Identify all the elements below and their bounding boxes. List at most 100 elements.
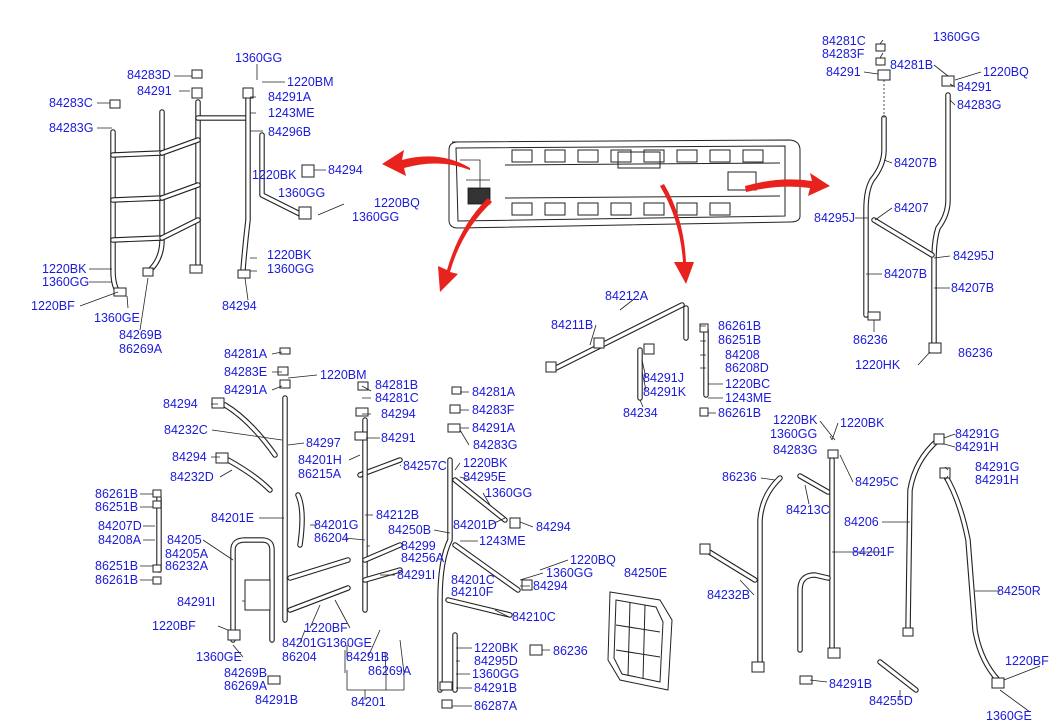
callout-84208A: 84208A: [98, 533, 142, 547]
callout-84291B: 84291B: [346, 650, 389, 664]
callout-1360GG: 1360GG: [472, 667, 519, 681]
callout-84281B: 84281B: [890, 58, 933, 72]
callout-86236: 86236: [722, 470, 757, 484]
callout-86251B: 86251B: [95, 559, 138, 573]
callout-1360GG: 1360GG: [235, 51, 282, 65]
callout-84281B: 84281B: [375, 378, 418, 392]
callout-1360GG: 1360GG: [267, 262, 314, 276]
callout-86269A: 86269A: [224, 679, 268, 693]
callout-84291I: 84291I: [177, 595, 215, 609]
callout-84283D: 84283D: [127, 68, 171, 82]
assembly-bottom-left: [152, 347, 403, 685]
callout-84201F: 84201F: [852, 545, 895, 559]
callout-84210F: 84210F: [451, 585, 494, 599]
callout-1243ME: 1243ME: [268, 106, 315, 120]
callout-1220BK: 1220BK: [252, 168, 297, 182]
callout-1220BK: 1220BK: [42, 262, 87, 276]
callout-84291B: 84291B: [255, 693, 298, 707]
callout-1360GE: 1360GE: [986, 709, 1032, 723]
callout-86261B: 86261B: [718, 406, 761, 420]
callout-84295J: 84295J: [814, 211, 855, 225]
callout-1360GG: 1360GG: [933, 30, 980, 44]
callout-84269B: 84269B: [119, 328, 162, 342]
callout-86232A: 86232A: [165, 559, 209, 573]
callout-84291: 84291: [957, 80, 992, 94]
callout-84207B: 84207B: [894, 156, 937, 170]
callout-86215A: 86215A: [298, 467, 342, 481]
callout-1360GG: 1360GG: [770, 427, 817, 441]
callout-84250B: 84250B: [388, 523, 431, 537]
callout-84294: 84294: [172, 450, 207, 464]
callout-84205: 84205: [167, 533, 202, 547]
callout-1360GG: 1360GG: [546, 566, 593, 580]
callout-86251B: 86251B: [718, 333, 761, 347]
callout-86261B: 86261B: [718, 319, 761, 333]
callout-84256A: 84256A: [401, 551, 445, 565]
callout-1243ME: 1243ME: [479, 534, 526, 548]
callout-84283E: 84283E: [224, 365, 267, 379]
callout-84213C: 84213C: [786, 503, 830, 517]
callout-86204: 86204: [314, 531, 349, 545]
callout-84212A: 84212A: [605, 289, 649, 303]
callout-84291J: 84291J: [643, 371, 684, 385]
callout-84295D: 84295D: [474, 654, 518, 668]
callout-84201H: 84201H: [298, 453, 342, 467]
callout-1220BK: 1220BK: [840, 416, 885, 430]
callout-84232D: 84232D: [170, 470, 214, 484]
callout-84201C: 84201C: [451, 573, 495, 587]
callout-86236: 86236: [853, 333, 888, 347]
callout-84281C: 84281C: [822, 34, 866, 48]
callout-86251B: 86251B: [95, 500, 138, 514]
callout-86269A: 86269A: [368, 664, 412, 678]
callout-1220BF: 1220BF: [304, 621, 348, 635]
callout-1243ME: 1243ME: [725, 391, 772, 405]
callout-84291K: 84291K: [643, 385, 687, 399]
callout-1360GE: 1360GE: [94, 311, 140, 325]
callout-84210C: 84210C: [512, 610, 556, 624]
callout-84291B: 84291B: [829, 677, 872, 691]
callout-84208: 84208: [725, 348, 760, 362]
callout-84201G: 84201G: [314, 518, 358, 532]
callout-84299: 84299: [401, 539, 436, 553]
callout-84207B: 84207B: [884, 267, 927, 281]
callout-84283C: 84283C: [49, 96, 93, 110]
callout-84283G: 84283G: [473, 438, 517, 452]
callout-84283F: 84283F: [822, 47, 865, 61]
callout-84269B: 84269B: [224, 666, 267, 680]
callout-1220HK: 1220HK: [855, 358, 901, 372]
callout-84201: 84201: [351, 695, 386, 709]
callout-1360GG: 1360GG: [278, 186, 325, 200]
callout-84281A: 84281A: [472, 385, 516, 399]
callout-84283F: 84283F: [472, 403, 515, 417]
callout-1220BM: 1220BM: [287, 75, 334, 89]
callout-84211B: 84211B: [551, 318, 593, 332]
assembly-top-left: [109, 69, 315, 297]
callout-84250R: 84250R: [997, 584, 1041, 598]
callout-84294: 84294: [328, 163, 363, 177]
pointer-arrows: [382, 150, 830, 292]
callout-86269A: 86269A: [119, 342, 163, 356]
callout-labels: 1360GG 84283D 1220BM 84291 84291A 84283C…: [31, 30, 1049, 723]
callout-86204: 86204: [282, 650, 317, 664]
callout-84207B: 84207B: [951, 281, 994, 295]
callout-84294: 84294: [163, 397, 198, 411]
callout-84283G: 84283G: [49, 121, 93, 135]
callout-84295E: 84295E: [463, 470, 506, 484]
callout-84232B: 84232B: [707, 588, 750, 602]
callout-84294: 84294: [536, 520, 571, 534]
callout-84295J: 84295J: [953, 249, 994, 263]
callout-84212B: 84212B: [376, 508, 419, 522]
callout-84291A: 84291A: [268, 90, 312, 104]
callout-84294: 84294: [222, 299, 257, 313]
callout-1220BC: 1220BC: [725, 377, 770, 391]
callout-1220BK: 1220BK: [267, 248, 312, 262]
callout-1220BK: 1220BK: [463, 456, 508, 470]
callout-84201G: 84201G: [282, 636, 326, 650]
callout-84201D: 84201D: [453, 518, 497, 532]
callout-86208D: 86208D: [725, 361, 769, 375]
callout-84281A: 84281A: [224, 347, 268, 361]
callout-1220BQ: 1220BQ: [570, 553, 616, 567]
callout-84291I: 84291I: [397, 568, 435, 582]
callout-84291H: 84291H: [955, 440, 999, 454]
bus-overview: [448, 139, 801, 229]
